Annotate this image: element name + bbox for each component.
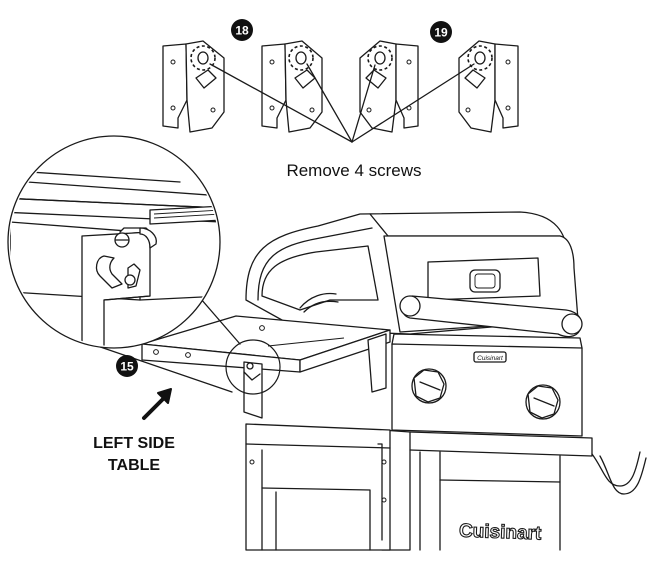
- grill: Cuisinart Cuisinart: [245, 211, 647, 551]
- hinge-bracket-3: [359, 40, 419, 133]
- control-knob-right: [525, 384, 561, 420]
- callout-19: 19: [430, 21, 452, 43]
- callout-19-label: 19: [434, 26, 448, 40]
- left-side-table-arrow: [142, 388, 172, 420]
- screw-leader-lines: [209, 63, 475, 143]
- callout-15-label: 15: [120, 360, 134, 374]
- screw-circle-4: [467, 45, 493, 71]
- screw-circle-3: [367, 45, 393, 71]
- hinge-bracket-2: [261, 40, 323, 133]
- hinge-bracket-4: [458, 40, 519, 133]
- bracket-row: [162, 40, 519, 133]
- detail-screw: [114, 232, 141, 289]
- callout-18: 18: [231, 19, 253, 41]
- zoom-source-circle: [225, 339, 281, 395]
- left-side-table-label-line2: TABLE: [108, 457, 160, 474]
- callout-18-label: 18: [235, 24, 249, 38]
- callout-15: 15: [116, 355, 138, 377]
- control-knob-left: [411, 368, 447, 404]
- hinge-bracket-1: [162, 40, 225, 133]
- screw-circle-2: [288, 45, 314, 71]
- remove-screws-label: Remove 4 screws: [286, 161, 421, 180]
- screw-circle-1: [190, 45, 216, 71]
- left-side-table-label-line1: LEFT SIDE: [93, 435, 175, 452]
- grill-badge-text: Cuisinart: [477, 355, 504, 362]
- left-side-table: [141, 315, 391, 419]
- detail-magnifier: [7, 135, 241, 393]
- brand-logo-text: Cuisinart: [459, 521, 543, 545]
